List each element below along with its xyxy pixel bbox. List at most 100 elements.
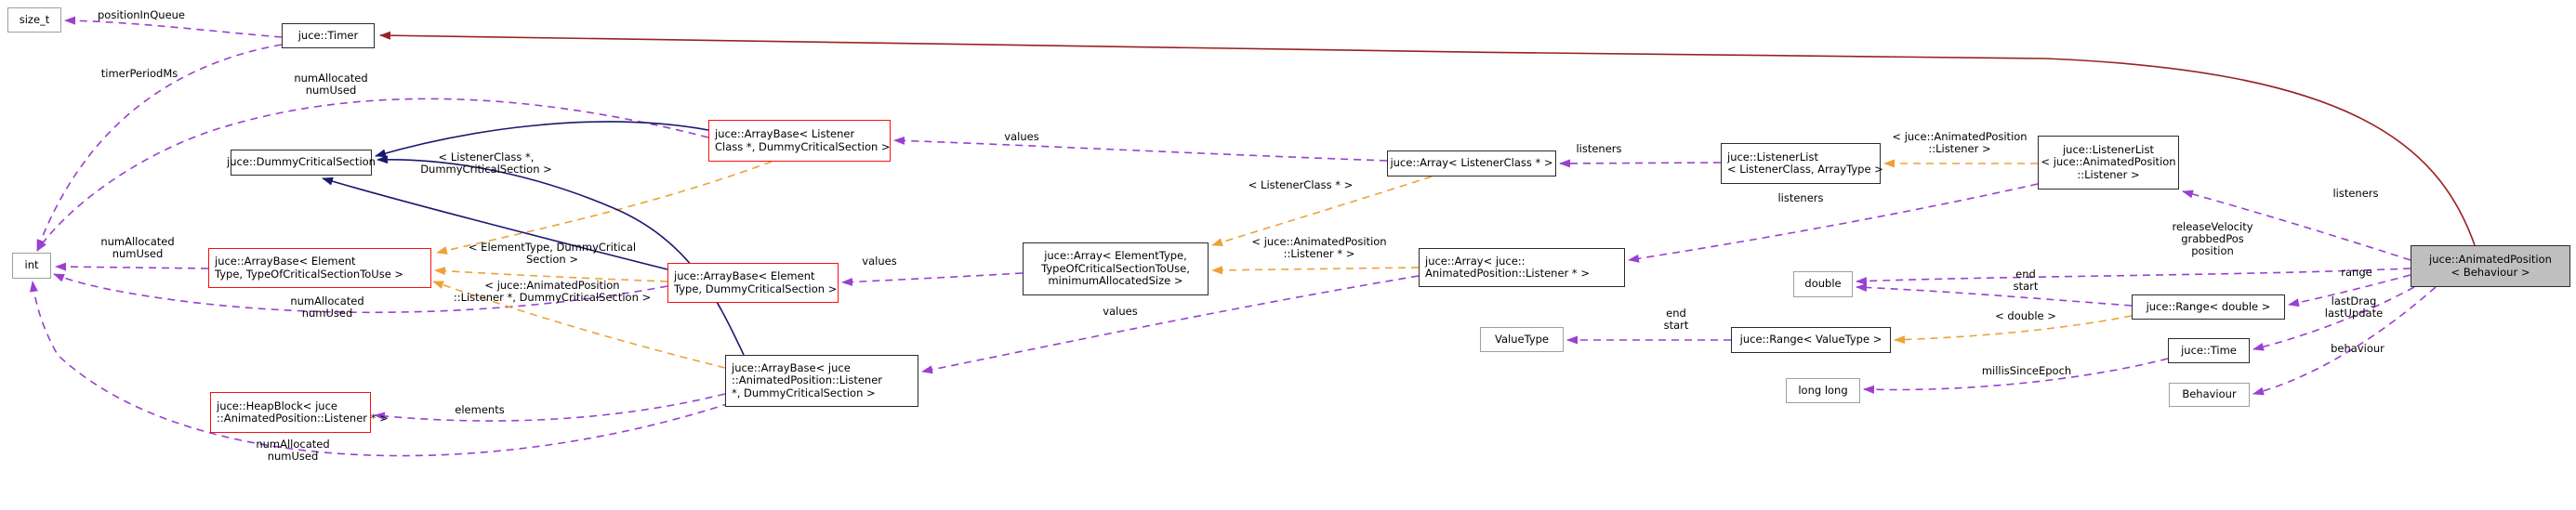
edge-abgeneric-to-int [55, 262, 209, 271]
edge-label-behaviour-label: behaviour [2331, 342, 2384, 355]
class-node-label: juce::Array< juce:: [1425, 254, 1526, 268]
class-node-label: juce::ArrayBase< Element [215, 255, 356, 268]
edge-arrayanim-to-arraygen-tmpl [1211, 266, 1420, 275]
class-node-label: juce::Array< ListenerClass * > [1390, 156, 1553, 170]
edge-label-tmpl-anim: < juce::AnimatedPosition::Listener > [1892, 130, 2028, 155]
class-node-juce-timer[interactable]: juce::Timer [282, 23, 375, 48]
class-node-label: size_t [19, 12, 50, 26]
edge-arraygen-to-abelement [841, 272, 1024, 286]
class-node-juce-dummycriticalsection[interactable]: juce::DummyCriticalSection [227, 150, 376, 176]
edge-label-range: range [2341, 266, 2372, 279]
edge-label-tmpl-double: < double > [1995, 309, 2056, 322]
edge-timer-to-int [36, 44, 283, 251]
edge-llanim-to-arrayanim [1628, 183, 2039, 263]
edge-label-listeners-top: listeners [1576, 142, 1622, 155]
edge-label-tmpl-listenerclass: < ListenerClass * > [1248, 178, 1354, 191]
class-node-label: juce::ArrayBase< Element [674, 269, 815, 282]
class-node-behaviour: Behaviour [2169, 383, 2250, 407]
class-node-label: ::AnimatedPosition::Listener [732, 373, 883, 387]
edge-abanim-to-abgeneric-tmpl [432, 281, 726, 369]
edge-label-listeners-mid: listeners [1777, 191, 1824, 204]
class-node-label: juce::DummyCriticalSection [227, 155, 376, 169]
class-node-label: int [24, 258, 39, 272]
edge-anim-to-llanim [2182, 190, 2411, 261]
edge-label-listeners-right: listeners [2332, 187, 2379, 200]
class-node-label: juce::Range< double > [2146, 299, 2271, 313]
class-node-label: minimumAllocatedSize > [1048, 274, 1183, 288]
class-node-label: double [1804, 277, 1842, 291]
class-node-juce-time[interactable]: juce::Time [2168, 338, 2250, 363]
class-node-valuetype: ValueType [1480, 327, 1564, 352]
edge-timer-to-sizet [64, 16, 283, 38]
edge-abanimdummy-to-heapblock [374, 393, 726, 422]
class-node-label: juce::Timer [297, 28, 359, 42]
class-node-label: ::Listener > [2077, 167, 2140, 181]
class-node-label: *, DummyCriticalSection > [732, 386, 876, 399]
class-node-array-listenerclass[interactable]: juce::Array< ListenerClass * > [1387, 150, 1556, 177]
class-node-label: ::AnimatedPosition::Listener * > [217, 412, 389, 425]
edge-arraylc-to-arraygen-tmpl [1211, 176, 1433, 246]
edge-arraylc-to-ablistener [893, 136, 1388, 162]
edge-ablistener-inherits-dummy [375, 121, 709, 158]
class-node-label: Type, TypeOfCriticalSectionToUse > [215, 267, 404, 281]
class-node-label: juce::Array< ElementType, [1044, 249, 1187, 263]
edge-label-tmpl-anim-listener: < juce::AnimatedPosition::Listener * > [1251, 235, 1387, 260]
class-node-label: juce::AnimatedPosition [2429, 253, 2552, 266]
edge-label-values-low: values [1103, 305, 1138, 318]
edge-rangedouble-to-double [1856, 282, 2133, 307]
class-node-animatedposition-behaviour: juce::AnimatedPosition< Behaviour > [2411, 245, 2570, 287]
edge-abelement-to-abgeneric-tmpl [434, 267, 668, 282]
class-node-label: Type, DummyCriticalSection > [674, 281, 838, 295]
edge-ablistener-to-abgeneric-tmpl [436, 161, 773, 255]
class-node-label: Class *, DummyCriticalSection > [715, 139, 891, 153]
class-node-label: < ListenerClass, ArrayType > [1727, 163, 1883, 176]
edge-label-values-top: values [1004, 130, 1039, 143]
edge-label-positionInQueue: positionInQueue [97, 8, 186, 21]
class-node-size-t: size_t [7, 7, 61, 33]
edge-anim-to-rangedouble [2288, 274, 2411, 307]
class-node-heapblock-listener[interactable]: juce::HeapBlock< juce::AnimatedPosition:… [210, 392, 389, 433]
edge-arrayanim-to-abanim [921, 275, 1420, 374]
class-node-array-generic[interactable]: juce::Array< ElementType,TypeOfCriticalS… [1023, 242, 1209, 295]
edge-abelement-inherits-dummy [322, 177, 668, 270]
class-node-array-animatedposition-listener[interactable]: juce::Array< juce::AnimatedPosition::Lis… [1419, 248, 1625, 287]
class-node-label: juce::Range< ValueType > [1739, 333, 1882, 347]
class-node-label: TypeOfCriticalSectionToUse, [1041, 261, 1190, 275]
edge-label-values-mid: values [862, 255, 897, 268]
class-node-label: long long [1798, 383, 1848, 397]
edge-label-tmpl-listenerclass-dummy: < ListenerClass *,DummyCriticalSection > [420, 150, 552, 176]
class-node-int: int [12, 253, 51, 279]
class-node-label: < Behaviour > [2451, 265, 2530, 279]
class-node-listenerlist-generic[interactable]: juce::ListenerList< ListenerClass, Array… [1721, 143, 1883, 184]
edge-label-timerPeriodMs: timerPeriodMs [100, 67, 178, 80]
class-node-label: < juce::AnimatedPosition [2041, 155, 2176, 169]
edge-time-to-longlong [1863, 358, 2169, 394]
class-node-arraybase-animatedposition-dummy[interactable]: juce::ArrayBase< juce::AnimatedPosition:… [725, 355, 918, 407]
edge-label-tmpl-anim-listener-dummy: < juce::AnimatedPosition::Listener *, Du… [453, 279, 652, 304]
class-node-label: Behaviour [2182, 387, 2237, 401]
class-node-label: juce::ListenerList [1727, 150, 1819, 163]
class-node-range-valuetype[interactable]: juce::Range< ValueType > [1731, 327, 1891, 353]
class-node-listenerlist-animatedposition[interactable]: juce::ListenerList< juce::AnimatedPositi… [2038, 136, 2179, 190]
class-node-label: juce::ArrayBase< juce [732, 360, 851, 374]
class-node-label: juce::HeapBlock< juce [217, 399, 337, 412]
edge-ablistener-to-int [36, 98, 709, 252]
edge-anim-to-behaviour [2252, 286, 2437, 396]
class-node-range-double[interactable]: juce::Range< double > [2132, 294, 2285, 320]
class-node-label: ValueType [1495, 332, 1549, 346]
edge-abelementdummy-to-int [53, 273, 668, 314]
class-node-label: AnimatedPosition::Listener * > [1425, 267, 1590, 280]
edge-rangedouble-to-rangevt-tmpl [1894, 315, 2133, 345]
